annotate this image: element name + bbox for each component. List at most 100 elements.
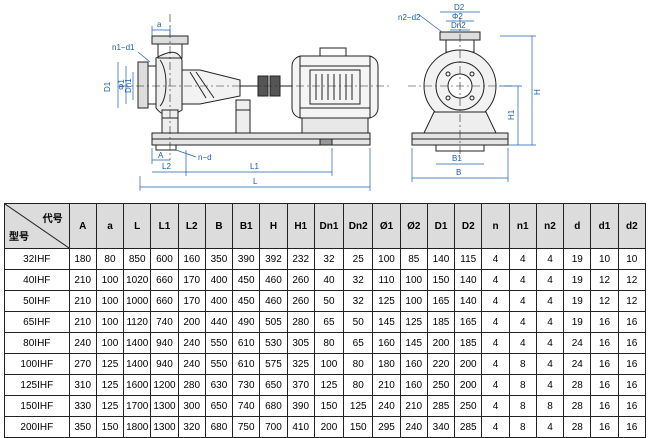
dim-h: H (533, 89, 542, 95)
table-cell: 850 (123, 248, 152, 270)
table-cell: 4 (508, 248, 537, 270)
table-cell: 210 (399, 395, 428, 417)
model-cell: 80IHF (4, 332, 70, 354)
table-cell: 32 (313, 248, 345, 270)
table-cell: 350 (204, 248, 234, 270)
table-cell: 390 (286, 395, 315, 417)
table-cell: 150 (95, 416, 125, 438)
table-cell: 270 (68, 353, 97, 375)
table-cell: 740 (232, 395, 261, 417)
dim-L: L (253, 177, 258, 186)
table-cell: 4 (481, 416, 510, 438)
model-cell: 50IHF (4, 290, 70, 312)
table-cell: 200 (426, 332, 456, 354)
table-cell: 285 (454, 416, 483, 438)
table-cell: 200 (177, 311, 206, 333)
dim-d1: D1 (103, 81, 112, 92)
dim-phi1: Φ1 (117, 79, 126, 90)
table-cell: 550 (204, 332, 234, 354)
table-cell: 240 (177, 332, 206, 354)
table-cell: 19 (563, 248, 592, 270)
table-cell: 630 (204, 374, 234, 396)
table-cell: 200 (454, 353, 483, 375)
table-cell: 16 (617, 353, 647, 375)
dim-n-d: n−d (198, 153, 212, 162)
table-cell: 660 (150, 269, 179, 291)
table-cell: 4 (535, 353, 565, 375)
dim-phi2: Φ2 (452, 12, 463, 21)
dim-dn2: Dn2 (451, 21, 466, 30)
table-cell: 4 (535, 332, 565, 354)
table-cell: 145 (372, 311, 401, 333)
table-cell: 1200 (150, 374, 179, 396)
table-cell: 4 (508, 311, 537, 333)
dim-l2: L2 (162, 162, 171, 171)
table-cell: 250 (454, 395, 483, 417)
table-cell: 19 (563, 311, 592, 333)
table-cell: 160 (372, 332, 401, 354)
table-cell: 305 (286, 332, 315, 354)
table-cell: 250 (426, 374, 456, 396)
table-cell: 200 (313, 416, 345, 438)
table-cell: 320 (177, 416, 206, 438)
table-cell: 650 (204, 395, 234, 417)
pump-base-frame (151, 132, 371, 151)
table-cell: 940 (150, 353, 179, 375)
table-cell: 680 (259, 395, 288, 417)
table-cell: 4 (481, 311, 510, 333)
table-cell: 1800 (123, 416, 152, 438)
diagonal-line (5, 204, 69, 248)
table-cell: 125 (399, 311, 428, 333)
table-cell: 145 (399, 332, 428, 354)
table-cell: 1300 (150, 395, 179, 417)
table-cell: 450 (232, 269, 261, 291)
table-cell: 4 (508, 290, 537, 312)
table-cell: 660 (150, 290, 179, 312)
dim-b1: B1 (452, 154, 462, 163)
column-header: d2 (617, 203, 647, 249)
table-cell: 210 (372, 374, 401, 396)
table-cell: 8 (508, 395, 537, 417)
table-cell: 260 (286, 290, 315, 312)
table-cell: 4 (535, 290, 565, 312)
table-cell: 170 (177, 290, 206, 312)
table-cell: 32 (343, 269, 374, 291)
dim-l1: L1 (250, 162, 259, 171)
table-cell: 1400 (123, 332, 152, 354)
table-cell: 100 (313, 353, 345, 375)
column-header: Ø2 (399, 203, 428, 249)
table-cell: 16 (590, 374, 619, 396)
table-cell: 16 (617, 374, 647, 396)
table-cell: 160 (177, 248, 206, 270)
table-cell: 730 (232, 374, 261, 396)
column-header: B (204, 203, 234, 249)
model-cell: 65IHF (4, 311, 70, 333)
table-cell: 650 (259, 374, 288, 396)
header-model-label: 型号 (9, 232, 29, 243)
table-cell: 140 (426, 248, 456, 270)
model-cell: 200IHF (4, 416, 70, 438)
table-cell: 65 (343, 332, 374, 354)
table-cell: 240 (177, 353, 206, 375)
column-header: a (95, 203, 125, 249)
table-cell: 4 (508, 269, 537, 291)
table-cell: 125 (95, 395, 125, 417)
table-cell: 1120 (123, 311, 152, 333)
table-cell: 280 (286, 311, 315, 333)
column-header: L2 (177, 203, 206, 249)
table-cell: 490 (232, 311, 261, 333)
table-cell: 80 (95, 248, 125, 270)
table-cell: 210 (68, 290, 97, 312)
table-cell: 12 (617, 290, 647, 312)
model-cell: 150IHF (4, 395, 70, 417)
table-cell: 80 (313, 332, 345, 354)
table-cell: 575 (259, 353, 288, 375)
column-header: Dn2 (343, 203, 374, 249)
table-cell: 110 (372, 269, 401, 291)
